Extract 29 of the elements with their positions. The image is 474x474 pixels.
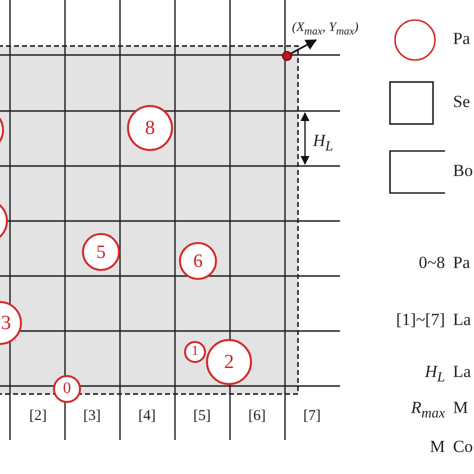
layer-index: [7] <box>303 408 321 424</box>
layer-index: [3] <box>83 408 101 424</box>
particle-number: 3 <box>1 313 11 333</box>
layer-index: [4] <box>138 408 156 424</box>
particle-number: 5 <box>96 242 106 262</box>
particle-number: 8 <box>145 118 155 138</box>
particle-number: 1 <box>192 345 198 359</box>
layer-index: [5] <box>193 408 211 424</box>
particle-number: 0 <box>63 381 71 397</box>
particle-number: 6 <box>193 252 203 270</box>
legend-text: M <box>430 438 445 457</box>
legend-text: R$_{max}$ <box>411 399 445 422</box>
legend-text: Co <box>453 438 473 457</box>
legend-text: 0~8 <box>418 254 445 273</box>
legend-text: Bo <box>453 162 473 181</box>
coordinate-label: (X$_{max}$, Y$_{max}$) <box>292 20 358 38</box>
layer-index: [6] <box>248 408 266 424</box>
legend-text: M <box>453 399 468 418</box>
legend-text: H$_{L}$ <box>424 363 445 386</box>
legend-text: Se <box>453 93 470 112</box>
legend-text: La <box>453 311 471 330</box>
particle-circle <box>53 375 81 403</box>
layer-index: [2] <box>29 408 47 424</box>
legend-text: H$_{L}$ <box>313 132 334 155</box>
legend-text: Pa <box>453 254 470 273</box>
legend-text: Pa <box>453 30 470 49</box>
particle-number: 2 <box>224 352 234 372</box>
legend-text: [1]~[7] <box>396 311 445 330</box>
legend-text: La <box>453 363 471 382</box>
